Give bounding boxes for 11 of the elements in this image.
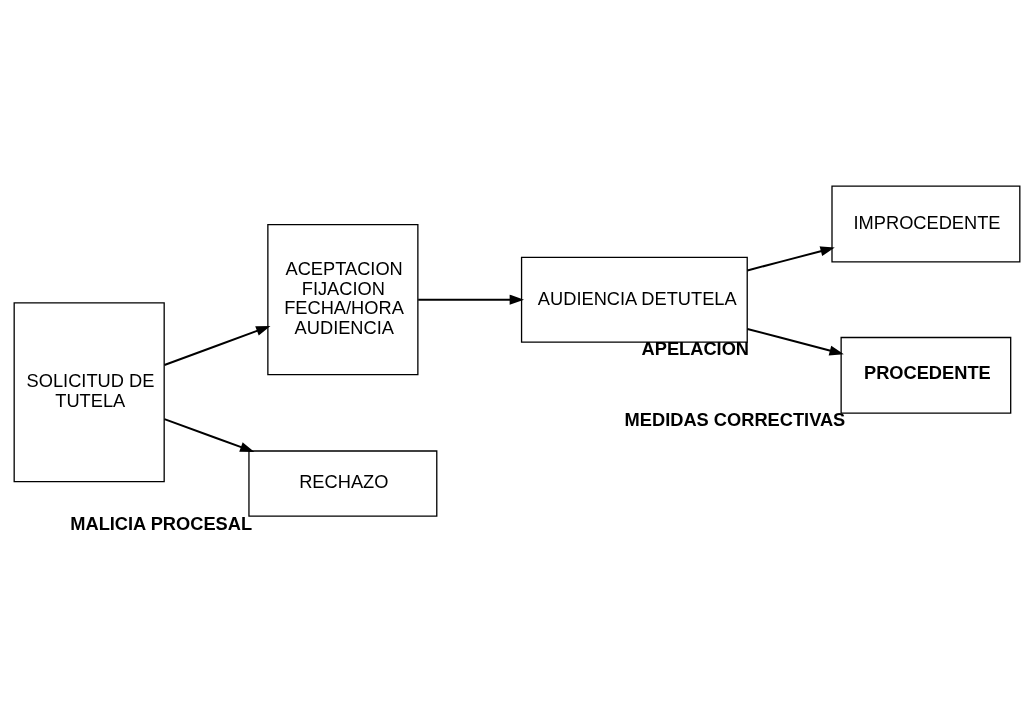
arrow (163, 418, 255, 452)
arrow (163, 325, 271, 366)
node-box: IMPROCEDENTE (831, 185, 1021, 263)
node-box: RECHAZO (248, 450, 438, 517)
node-box: AUDIENCIA DETUTELA (520, 256, 748, 343)
arrow (417, 294, 524, 305)
node-box: PROCEDENTE (840, 336, 1012, 414)
arrow (746, 327, 844, 356)
node-box: SOLICITUD DE TUTELA (13, 302, 165, 483)
arrow (746, 246, 835, 272)
node-box: ACEPTACION FIJACION FECHA/HORA AUDIENCIA (267, 224, 419, 376)
